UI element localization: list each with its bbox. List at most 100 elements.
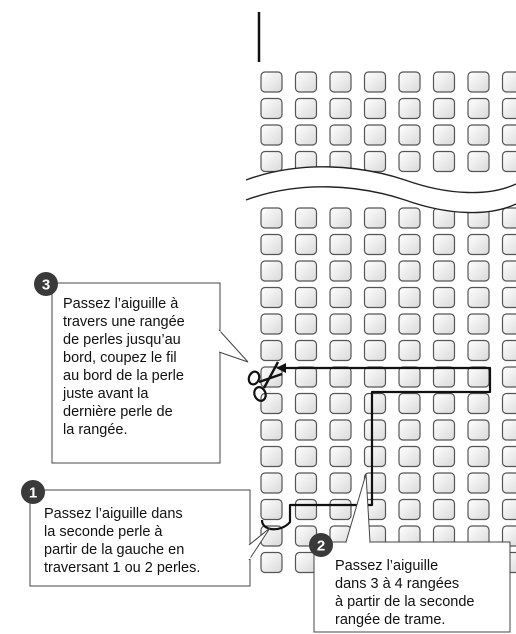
bead	[294, 97, 318, 120]
bead	[398, 233, 421, 256]
bead	[398, 260, 421, 282]
bead-grid	[260, 71, 516, 574]
break-line-bottom	[245, 186, 516, 214]
step-badge-3: 3	[34, 272, 58, 296]
bead	[432, 445, 456, 468]
callout-pointer-3	[218, 329, 249, 363]
bead	[329, 392, 352, 415]
bead	[294, 286, 318, 309]
bead	[501, 392, 516, 415]
bead	[260, 97, 283, 120]
bead	[260, 313, 283, 335]
bead	[294, 339, 318, 362]
bead	[294, 392, 318, 415]
callout-box-1	[29, 489, 251, 587]
svg-text:2: 2	[317, 538, 325, 555]
bead	[363, 392, 387, 415]
step-3-text: Passez l’aiguille à travers une rangée d…	[63, 296, 185, 438]
bead	[398, 472, 421, 494]
bead	[467, 124, 490, 146]
callout-pointer-1	[248, 527, 271, 561]
bead	[260, 419, 283, 441]
step-badge-2: 2	[309, 533, 333, 557]
bead	[260, 71, 283, 93]
bead	[329, 339, 352, 362]
bead	[501, 419, 516, 441]
bead	[363, 339, 387, 362]
bead	[294, 260, 318, 282]
bead	[467, 260, 490, 282]
bead	[363, 313, 387, 335]
bead	[501, 472, 516, 494]
bead	[432, 286, 456, 309]
bead	[398, 392, 421, 415]
bead	[501, 71, 516, 93]
bead	[501, 313, 516, 335]
bead	[329, 71, 352, 93]
bead	[398, 339, 421, 362]
bead	[398, 366, 421, 388]
bead	[329, 366, 352, 388]
bead	[432, 366, 456, 388]
bead	[329, 419, 352, 441]
bead	[329, 97, 352, 120]
bead	[260, 124, 283, 146]
bead	[501, 124, 516, 146]
bead	[501, 339, 516, 362]
bead	[432, 419, 456, 441]
bead	[467, 366, 490, 388]
bead	[501, 498, 516, 521]
bead	[432, 313, 456, 335]
bead	[501, 525, 516, 547]
bead	[398, 97, 421, 120]
bead	[260, 498, 283, 521]
callout-box-2	[313, 541, 511, 633]
bead	[294, 419, 318, 441]
bead	[294, 233, 318, 256]
bead	[294, 207, 318, 229]
bead	[363, 472, 387, 494]
bead	[329, 286, 352, 309]
break-line-top	[245, 166, 516, 194]
scissors-icon	[247, 361, 283, 402]
bead	[260, 445, 283, 468]
bead	[501, 207, 516, 229]
bead	[294, 313, 318, 335]
bead	[329, 260, 352, 282]
bead	[432, 150, 456, 173]
bead	[363, 207, 387, 229]
bead	[363, 150, 387, 173]
bead	[432, 498, 456, 521]
bead	[260, 260, 283, 282]
bead	[501, 260, 516, 282]
bead	[260, 286, 283, 309]
bead	[432, 260, 456, 282]
bead	[501, 366, 516, 388]
bead	[363, 366, 387, 388]
bead	[294, 71, 318, 93]
bead	[363, 71, 387, 93]
bead	[467, 150, 490, 173]
bead	[329, 472, 352, 494]
bead	[467, 233, 490, 256]
thread-path	[260, 366, 492, 531]
bead	[363, 260, 387, 282]
bead	[467, 71, 490, 93]
bead	[398, 498, 421, 521]
bead	[294, 445, 318, 468]
bead	[467, 498, 490, 521]
bead	[363, 97, 387, 120]
bead	[432, 233, 456, 256]
bead	[363, 286, 387, 309]
bead	[398, 207, 421, 229]
step-2-text: Passez l’aiguille dans 3 à 4 rangées à p…	[335, 558, 475, 628]
bead	[260, 150, 283, 173]
bead	[501, 233, 516, 256]
bead	[467, 419, 490, 441]
bead	[329, 498, 352, 521]
bead	[432, 124, 456, 146]
bead	[329, 124, 352, 146]
bead	[432, 339, 456, 362]
bead	[363, 445, 387, 468]
